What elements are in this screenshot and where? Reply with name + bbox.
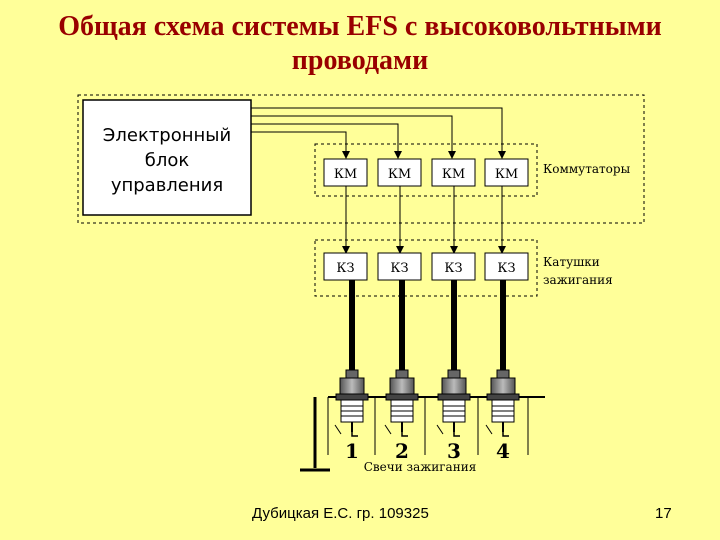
switch-2: КМ <box>377 158 422 187</box>
ecu-label-line-2: блок <box>145 150 190 171</box>
plug-number-3: 3 <box>447 439 461 463</box>
coil-1: КЗ <box>323 252 368 281</box>
switches-group-label: Коммутаторы <box>543 162 631 176</box>
coils-group-label-line-1: Катушки <box>543 255 600 269</box>
coil-1-label: КЗ <box>336 261 354 276</box>
coil-3: КЗ <box>431 252 476 281</box>
page-number: 17 <box>655 505 672 522</box>
coils-group-frame <box>314 239 538 297</box>
switch-3: КМ <box>431 158 476 187</box>
coil-2: КЗ <box>377 252 422 281</box>
coil-4: КЗ <box>484 252 529 281</box>
high-voltage-wires <box>349 280 506 370</box>
slide-title: Общая схема системы EFS с высоковольтным… <box>58 11 662 76</box>
spark-plug-4 <box>485 369 520 437</box>
ecu-box: Электронный блок управления <box>82 99 252 216</box>
coil-2-label: КЗ <box>390 261 408 276</box>
switches-group-frame <box>314 143 538 197</box>
footer-author: Дубицкая Е.С. гр. 109325 <box>252 505 429 522</box>
switch-1: КМ <box>323 158 368 187</box>
switch-1-label: КМ <box>334 167 357 182</box>
ecu-label-line-1: Электронный <box>103 125 231 146</box>
switch-3-label: КМ <box>442 167 465 182</box>
coil-4-label: КЗ <box>497 261 515 276</box>
switch-4-label: КМ <box>495 167 518 182</box>
switch-2-label: КМ <box>388 167 411 182</box>
coil-3-label: КЗ <box>444 261 462 276</box>
control-wires <box>251 107 506 159</box>
control-unit-group-frame <box>77 94 645 224</box>
switch-to-coil-wires <box>342 186 506 254</box>
plug-number-1: 1 <box>345 439 359 463</box>
ecu-label-line-3: управления <box>111 175 223 196</box>
spark-plugs-label: Свечи зажигания <box>364 460 477 474</box>
coils-group-label-line-2: зажигания <box>543 273 613 287</box>
plug-number-2: 2 <box>395 439 409 463</box>
plug-number-4: 4 <box>496 439 510 463</box>
spark-plug-3 <box>436 369 471 437</box>
spark-plug-2 <box>384 369 419 437</box>
switch-4: КМ <box>484 158 529 187</box>
spark-plug-1 <box>334 369 369 437</box>
